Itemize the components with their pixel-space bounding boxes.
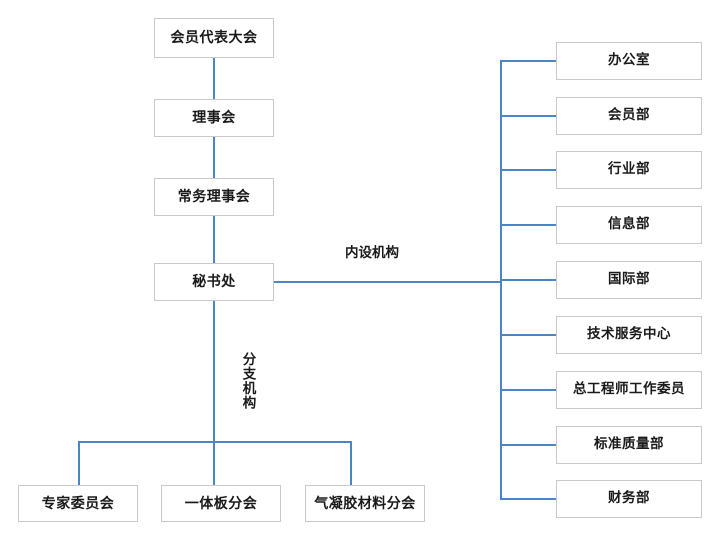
connector-stub-membership — [500, 115, 556, 117]
node-assembly[interactable]: 会员代表大会 — [154, 18, 274, 58]
connector-stub-industry — [500, 169, 556, 171]
node-department-office[interactable]: 办公室 — [556, 42, 702, 80]
node-standing-council[interactable]: 常务理事会 — [154, 178, 274, 216]
connector-drop-expert-committee — [78, 441, 80, 485]
node-council[interactable]: 理事会 — [154, 99, 274, 137]
node-department-information[interactable]: 信息部 — [556, 206, 702, 244]
connector-stub-chief-engineer — [500, 389, 556, 391]
connector-stub-tech-service — [500, 334, 556, 336]
connector-secretariat-to-branches — [213, 301, 215, 442]
group-label-internal-departments: 内设机构 — [345, 245, 399, 261]
node-department-tech-service[interactable]: 技术服务中心 — [556, 316, 702, 354]
node-department-international[interactable]: 国际部 — [556, 261, 702, 299]
connector-council-to-standing — [213, 137, 215, 178]
connector-stub-information — [500, 224, 556, 226]
connector-assembly-to-council — [213, 58, 215, 99]
node-department-standard-quality[interactable]: 标准质量部 — [556, 426, 702, 464]
connector-drop-aerogel-material — [350, 441, 352, 485]
node-secretariat[interactable]: 秘书处 — [154, 263, 274, 301]
node-branch-aerogel-material[interactable]: 气凝胶材料分会 — [305, 485, 425, 522]
node-department-chief-engineer[interactable]: 总工程师工作委员 — [556, 371, 702, 409]
connector-stub-finance — [500, 498, 556, 500]
connector-stub-office — [500, 60, 556, 62]
node-department-membership[interactable]: 会员部 — [556, 97, 702, 135]
connector-secretariat-to-internal-trunk — [274, 281, 501, 283]
node-department-finance[interactable]: 财务部 — [556, 480, 702, 518]
node-branch-expert-committee[interactable]: 专家委员会 — [18, 485, 138, 522]
group-label-branch-organizations: 分支机构 — [239, 352, 256, 410]
connector-standing-to-secretariat — [213, 216, 215, 263]
connector-stub-international — [500, 279, 556, 281]
node-department-industry[interactable]: 行业部 — [556, 151, 702, 189]
node-branch-integrated-board[interactable]: 一体板分会 — [161, 485, 281, 522]
connector-drop-integrated-board — [213, 441, 215, 485]
connector-stub-standard-quality — [500, 444, 556, 446]
